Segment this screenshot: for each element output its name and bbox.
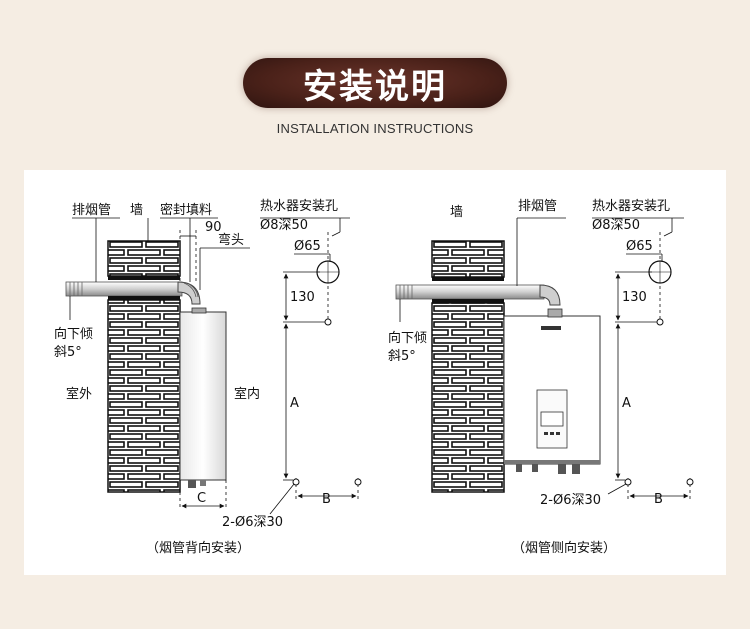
left-label-mount-title: 热水器安装孔 (260, 199, 338, 214)
right-label-wall: 墙 (450, 205, 463, 220)
right-wall-upper-bricks (431, 240, 505, 278)
right-label-bottom-holes: 2-Ø6深30 (540, 493, 601, 508)
right-flue-pipe (395, 284, 545, 300)
right-label-tilt-1: 向下倾 (388, 330, 427, 346)
right-elbow (539, 284, 561, 306)
right-label-hole: Ø8深50 (592, 218, 640, 233)
left-label-130: 130 (290, 290, 315, 305)
right-diagram: 墙 排烟管 向下倾 斜5° （烟管侧向安装） (388, 199, 616, 556)
left-label-outdoor: 室外 (66, 386, 92, 402)
page-title: 安装说明 (303, 66, 447, 107)
left-caption: （烟管背向安装） (146, 540, 250, 556)
right-mounting-holes: 热水器安装孔 Ø8深50 Ø65 130 A B 2-Ø6深30 (540, 199, 694, 508)
right-label-mount-title: 热水器安装孔 (592, 199, 670, 214)
right-label-b: B (654, 492, 663, 507)
left-mounting-holes: 热水器安装孔 Ø8深50 Ø65 130 A B 2-Ø6深30 (222, 199, 362, 530)
heater-side-view (179, 311, 227, 481)
right-label-flue-pipe: 排烟管 (518, 199, 557, 214)
right-label-a: A (622, 396, 631, 411)
left-label-elbow: 弯头 (218, 232, 244, 248)
left-label-sealant: 密封填料 (160, 202, 212, 218)
left-label-wall: 墙 (130, 203, 143, 218)
right-label-tilt-2: 斜5° (388, 349, 416, 364)
title-banner: 安装说明 (243, 58, 507, 108)
right-wall-lower-bricks (431, 302, 505, 493)
right-label-dia: Ø65 (626, 239, 653, 254)
left-label-hole: Ø8深50 (260, 218, 308, 233)
dim-c-label: C (197, 491, 206, 506)
seal-band-lower (108, 296, 180, 300)
page-subtitle: INSTALLATION INSTRUCTIONS (276, 121, 474, 136)
right-label-130: 130 (622, 290, 647, 305)
left-label-indoor: 室内 (234, 386, 260, 402)
left-label-a: A (290, 396, 299, 411)
left-label-dia: Ø65 (294, 239, 321, 254)
dim-90-label: 90 (205, 220, 222, 235)
flue-pipe (65, 281, 183, 297)
left-label-b: B (322, 492, 331, 507)
left-diagram: 90 C 排烟管 墙 密封填料 弯头 向下倾 斜5° 室外 室内 （烟管背向安装… (54, 202, 260, 556)
wall-upper-bricks (107, 240, 181, 277)
seal-band (108, 276, 180, 280)
left-label-tilt-1: 向下倾 (54, 326, 93, 342)
left-label-tilt-2: 斜5° (54, 345, 82, 360)
left-label-bottom-holes: 2-Ø6深30 (222, 515, 283, 530)
wall-lower-bricks (107, 299, 181, 493)
left-label-flue-pipe: 排烟管 (72, 203, 111, 218)
right-caption: （烟管侧向安装） (512, 540, 616, 556)
